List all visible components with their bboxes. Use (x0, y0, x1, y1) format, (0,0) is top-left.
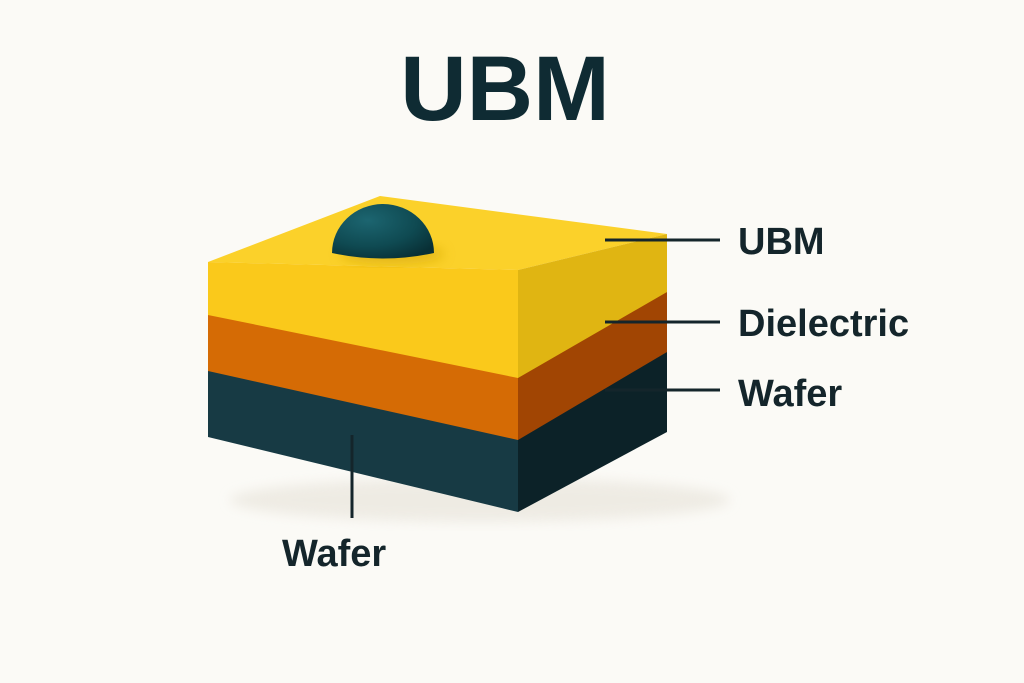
ubm-top-face (208, 196, 667, 270)
ubm-label: UBM (738, 221, 825, 263)
diagram-title: UBM (400, 38, 610, 140)
wafer-label-bottom: Wafer (282, 533, 386, 575)
ubm-layer (208, 196, 667, 378)
ubm-front-face (208, 262, 518, 378)
solder-ball (331, 204, 435, 259)
ubm-side-face (518, 234, 667, 378)
dielectric-label: Dielectric (738, 303, 909, 345)
wafer-label-right: Wafer (738, 373, 842, 415)
